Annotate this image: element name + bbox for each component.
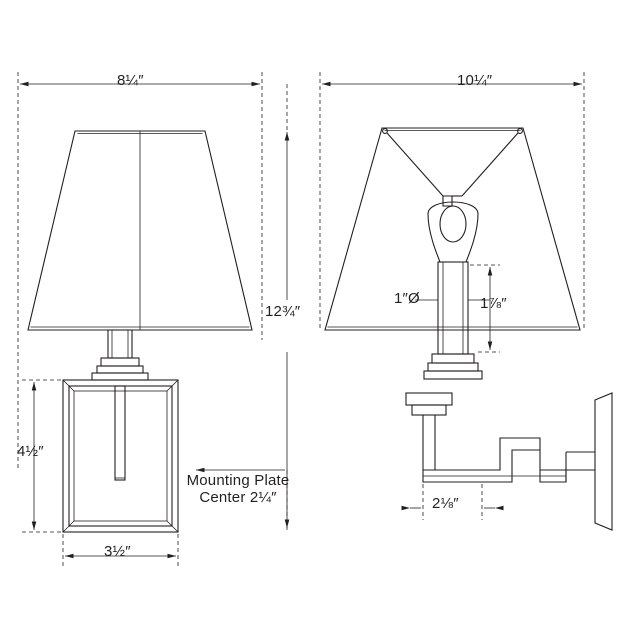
side-view [319,72,613,531]
dim-backplate-height: 4½″ [17,443,44,460]
dim-socket-diameter: 1″Ø [394,290,420,307]
front-view [17,72,290,568]
dim-backplate-width: 3½″ [104,543,131,560]
note-mounting-plate-center: Mounting Plate Center 2¼″ [186,472,290,506]
dim-neck-height: 1⅞″ [480,295,507,312]
dim-arm-projection: 2⅛″ [432,495,459,512]
dim-overall-height: 12¾″ [265,303,301,320]
dim-side-width: 10¼″ [457,72,493,89]
dim-front-width: 8¼″ [117,72,144,89]
